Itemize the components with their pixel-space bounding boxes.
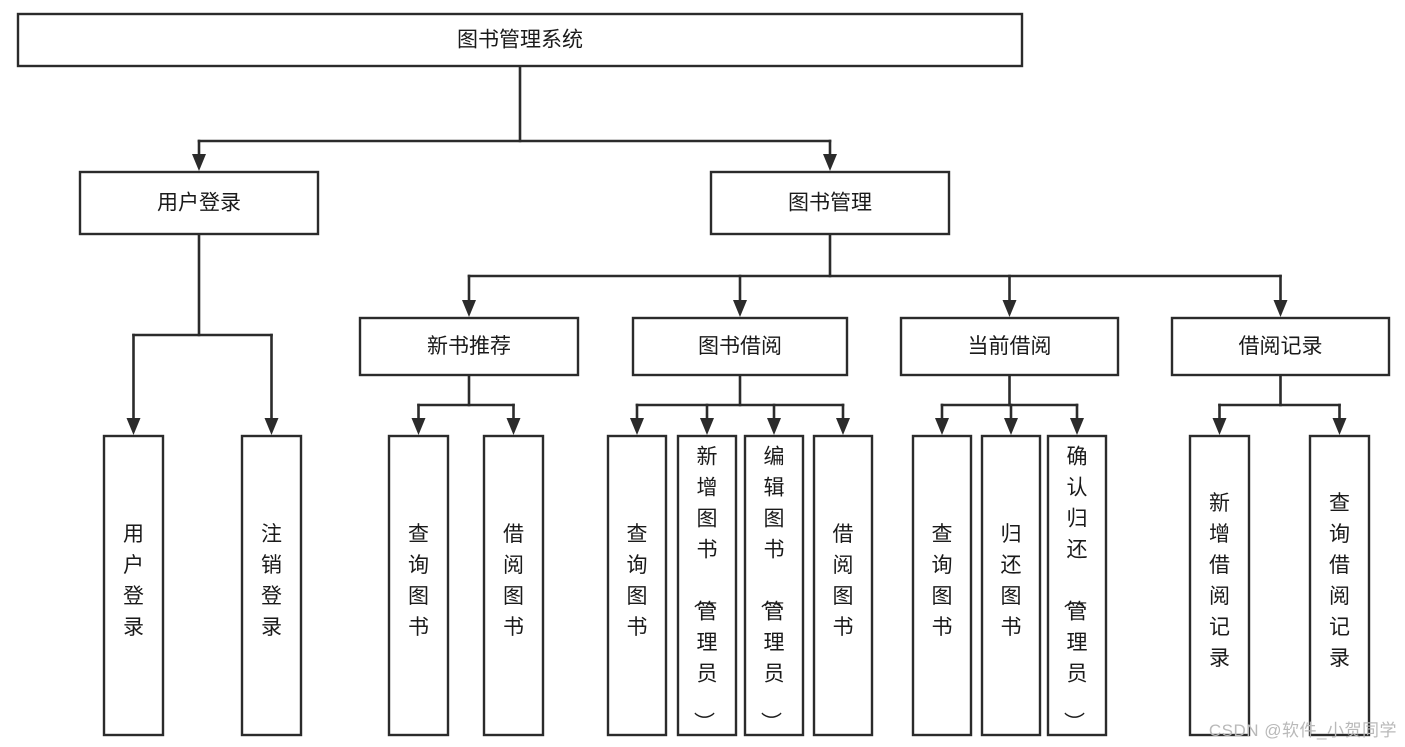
node-box[interactable] [980, 434, 1042, 737]
node-leaf-借阅图书[interactable]: 借阅图书 [482, 434, 545, 737]
node-box[interactable] [899, 316, 1120, 377]
arrow-head-icon [935, 418, 949, 435]
node-leaf-借阅图书[interactable]: 借阅图书 [812, 434, 874, 737]
node-label: 编辑图书（管理员） [759, 446, 785, 733]
arrow-head-icon [1004, 418, 1018, 435]
arrow-head-icon [462, 300, 476, 317]
node-label: 注销登录 [261, 523, 282, 639]
node-leaf-查询图书[interactable]: 查询图书 [911, 434, 973, 737]
arrow-head-icon [1332, 418, 1347, 435]
node-box[interactable] [709, 170, 951, 236]
node-box[interactable] [676, 434, 738, 737]
node-box[interactable] [358, 316, 580, 377]
node-label: 归还图书 [1001, 523, 1022, 639]
node-label: 新增图书（管理员） [692, 446, 718, 733]
node-label: 借阅记录 [1239, 335, 1323, 358]
arrow-head-icon [836, 418, 850, 435]
node-leaf-查询图书[interactable]: 查询图书 [606, 434, 668, 737]
node-label: 图书管理系统 [457, 29, 583, 52]
node-leaf-确认归还管理员[interactable]: 确认归还（管理员） [1046, 434, 1108, 737]
node-box[interactable] [78, 170, 320, 236]
node-label: 当前借阅 [968, 335, 1052, 358]
node-label: 图书管理 [788, 192, 872, 215]
node-box[interactable] [1170, 316, 1391, 377]
node-label: 查询图书 [627, 523, 648, 639]
node-l2-当前借阅[interactable]: 当前借阅 [899, 316, 1120, 377]
node-box[interactable] [16, 12, 1024, 68]
node-box[interactable] [102, 434, 165, 737]
arrow-head-icon [1212, 418, 1227, 435]
node-leaf-编辑图书管理员[interactable]: 编辑图书（管理员） [743, 434, 805, 737]
arrow-head-icon [506, 418, 521, 435]
node-leaf-新增借阅记录[interactable]: 新增借阅记录 [1188, 434, 1251, 737]
node-leaf-查询借阅记录[interactable]: 查询借阅记录 [1308, 434, 1371, 737]
arrow-head-icon [823, 154, 837, 171]
arrow-head-icon [700, 418, 714, 435]
node-l2-注销登录[interactable]: 注销登录 [240, 434, 303, 737]
node-l1-图书管理[interactable]: 图书管理 [709, 170, 951, 236]
arrow-head-icon [1002, 300, 1017, 317]
node-box[interactable] [812, 434, 874, 737]
node-l1-用户登录[interactable]: 用户登录 [78, 170, 320, 236]
node-label: 新书推荐 [427, 335, 511, 358]
node-label: 用户登录 [123, 523, 144, 639]
arrow-head-icon [126, 418, 141, 435]
arrow-head-icon [767, 418, 781, 435]
node-layer: 图书管理系统用户登录用户登录注销登录图书管理新书推荐查询图书借阅图书图书借阅查询… [16, 12, 1391, 737]
node-box[interactable] [1308, 434, 1371, 737]
node-l2-借阅记录[interactable]: 借阅记录 [1170, 316, 1391, 377]
arrow-head-icon [733, 300, 747, 317]
node-box[interactable] [631, 316, 849, 377]
node-box[interactable] [482, 434, 545, 737]
node-label: 确认归还（管理员） [1062, 446, 1088, 733]
node-root-图书管理系统[interactable]: 图书管理系统 [16, 12, 1024, 68]
node-label: 查询借阅记录 [1329, 492, 1350, 670]
node-label: 查询图书 [932, 523, 953, 639]
node-label: 借阅图书 [833, 523, 854, 639]
node-label: 用户登录 [157, 192, 241, 215]
node-label: 查询图书 [408, 523, 429, 639]
node-label: 借阅图书 [503, 523, 524, 639]
arrow-head-icon [192, 154, 206, 171]
node-box[interactable] [387, 434, 450, 737]
node-leaf-查询图书[interactable]: 查询图书 [387, 434, 450, 737]
node-box[interactable] [606, 434, 668, 737]
node-l2-新书推荐[interactable]: 新书推荐 [358, 316, 580, 377]
arrow-head-icon [630, 418, 644, 435]
node-box[interactable] [240, 434, 303, 737]
arrow-head-icon [1070, 418, 1084, 435]
node-l2-用户登录[interactable]: 用户登录 [102, 434, 165, 737]
node-label: 图书借阅 [698, 335, 782, 358]
node-label: 新增借阅记录 [1209, 492, 1230, 670]
node-box[interactable] [1188, 434, 1251, 737]
arrow-head-icon [411, 418, 426, 435]
arrow-head-icon [1273, 300, 1288, 317]
node-leaf-新增图书管理员[interactable]: 新增图书（管理员） [676, 434, 738, 737]
node-l2-图书借阅[interactable]: 图书借阅 [631, 316, 849, 377]
node-box[interactable] [1046, 434, 1108, 737]
arrow-head-icon [264, 418, 279, 435]
node-box[interactable] [743, 434, 805, 737]
node-box[interactable] [911, 434, 973, 737]
node-leaf-归还图书[interactable]: 归还图书 [980, 434, 1042, 737]
connector-layer [126, 64, 1347, 435]
